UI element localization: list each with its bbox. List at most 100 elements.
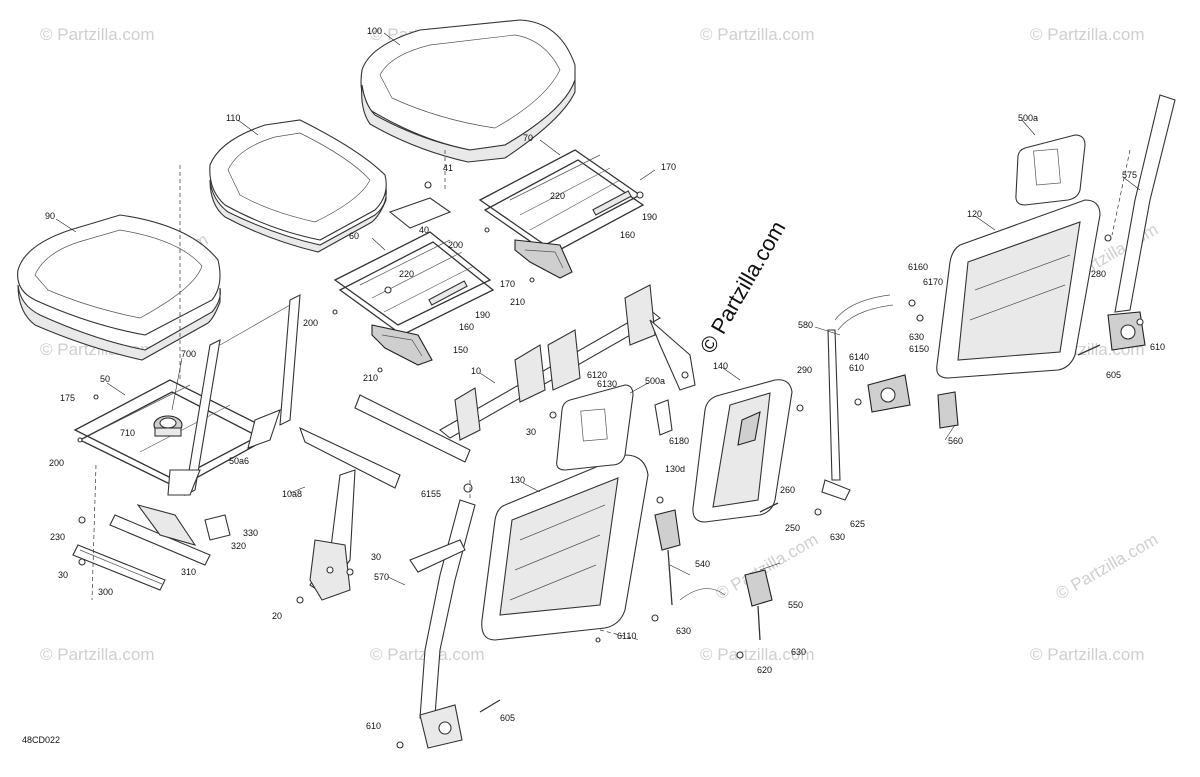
callout-160: 160 (459, 322, 474, 332)
callout-290: 290 (797, 365, 812, 375)
callout-700: 700 (181, 349, 196, 359)
headrest-500a-front (556, 384, 634, 471)
callout-labels: 100 110 90 41 40 200 70 170 220 190 160 … (45, 26, 1165, 731)
seat-belt-570 (409, 483, 476, 749)
watermark: © Partzilla.com (40, 645, 155, 664)
seat-bracket-150 (371, 324, 433, 366)
callout-575: 575 (1122, 170, 1137, 180)
buckle-550 (744, 569, 773, 641)
callout-250: 250 (785, 523, 800, 533)
callout-40: 40 (419, 225, 429, 235)
callout-30: 30 (58, 570, 68, 580)
callout-130: 130 (510, 475, 525, 485)
brand-stamp: © Partzilla.com (695, 217, 791, 358)
callout-10: 10 (471, 366, 481, 376)
buckle-540 (654, 509, 726, 606)
access-plate-40 (388, 181, 452, 229)
watermark: © Partzilla.com (1030, 645, 1145, 664)
callout-30: 30 (371, 552, 381, 562)
callout-310: 310 (181, 567, 196, 577)
callout-6170: 6170 (923, 277, 943, 287)
callout-170: 170 (500, 279, 515, 289)
callout-220: 220 (399, 269, 414, 279)
callout-605: 605 (500, 713, 515, 723)
callout-6110: 6110 (617, 631, 636, 641)
callout-6180: 6180 (669, 436, 689, 446)
callout-6120: 6120 (587, 370, 607, 380)
callout-200: 200 (303, 318, 318, 328)
seat-cushion-100 (360, 19, 576, 163)
callout-200: 200 (448, 240, 463, 250)
callout-50a6: 50a6 (229, 456, 249, 466)
callout-605: 605 (1106, 370, 1121, 380)
callout-50: 50 (100, 374, 110, 384)
callout-610: 610 (849, 363, 864, 373)
callout-625: 625 (850, 519, 865, 529)
backrest-130 (481, 454, 649, 641)
callout-110: 110 (226, 113, 240, 123)
callout-220: 220 (550, 191, 565, 201)
callout-330: 330 (243, 528, 258, 538)
bracket-10a8 (299, 394, 471, 601)
callout-630: 630 (909, 332, 924, 342)
seat-belt-575 (1107, 94, 1176, 351)
callout-41: 41 (443, 163, 453, 173)
callout-190: 190 (475, 310, 490, 320)
rail-assembly-300 (72, 504, 231, 591)
watermark: © Partzilla.com (1053, 530, 1162, 604)
seat-cushion-90 (17, 214, 221, 361)
speaker-700 (153, 415, 183, 437)
watermark: © Partzilla.com (700, 645, 815, 664)
callout-570: 570 (374, 572, 389, 582)
lower-frame-50 (73, 294, 301, 496)
watermark: © Partzilla.com (1030, 25, 1145, 44)
callout-560: 560 (948, 436, 963, 446)
callout-30: 30 (526, 427, 536, 437)
callout-120: 120 (967, 209, 982, 219)
seat-belt-580 (821, 294, 911, 501)
callout-6140: 6140 (849, 352, 869, 362)
callout-300: 300 (98, 587, 113, 597)
callout-90: 90 (45, 211, 55, 221)
callout-70: 70 (523, 133, 533, 143)
seat-bracket-210a (514, 239, 573, 279)
callout-130d: 130d (665, 464, 685, 474)
callout-190: 190 (642, 212, 657, 222)
headrest-500a-rear (1015, 134, 1086, 206)
callout-230: 230 (50, 532, 65, 542)
callout-210: 210 (510, 297, 525, 307)
callout-20: 20 (272, 611, 282, 621)
callout-140: 140 (713, 361, 728, 371)
watermark: © Partzilla.com (40, 25, 155, 44)
callout-630: 630 (791, 647, 806, 657)
callout-500a: 500a (1018, 113, 1038, 123)
callout-210: 210 (363, 373, 378, 383)
callout-175: 175 (60, 393, 75, 403)
callout-320: 320 (231, 541, 246, 551)
callout-6160: 6160 (908, 262, 928, 272)
callout-710: 710 (120, 428, 135, 438)
crossbar-10 (439, 284, 696, 441)
callout-260: 260 (780, 485, 795, 495)
callout-6155: 6155 (421, 489, 441, 499)
callout-630: 630 (676, 626, 691, 636)
seat-frame-70 (478, 149, 645, 256)
assembly-lines (91, 149, 1131, 641)
bracket-6180 (654, 399, 673, 436)
callout-6130: 6130 (597, 379, 617, 389)
callout-630: 630 (830, 532, 845, 542)
callout-580: 580 (798, 320, 813, 330)
callout-150: 150 (453, 345, 468, 355)
callout-620: 620 (757, 665, 772, 675)
leader-lines (55, 32, 1141, 586)
watermark: © Partzilla.com (700, 25, 815, 44)
callout-540: 540 (695, 559, 710, 569)
buckle-560 (937, 391, 959, 429)
callout-10a8: 10a8 (282, 489, 302, 499)
fasteners (77, 227, 1144, 749)
callout-6150: 6150 (909, 344, 929, 354)
callout-610: 610 (366, 721, 381, 731)
seat-cushion-110 (209, 119, 387, 253)
callout-200: 200 (49, 458, 64, 468)
